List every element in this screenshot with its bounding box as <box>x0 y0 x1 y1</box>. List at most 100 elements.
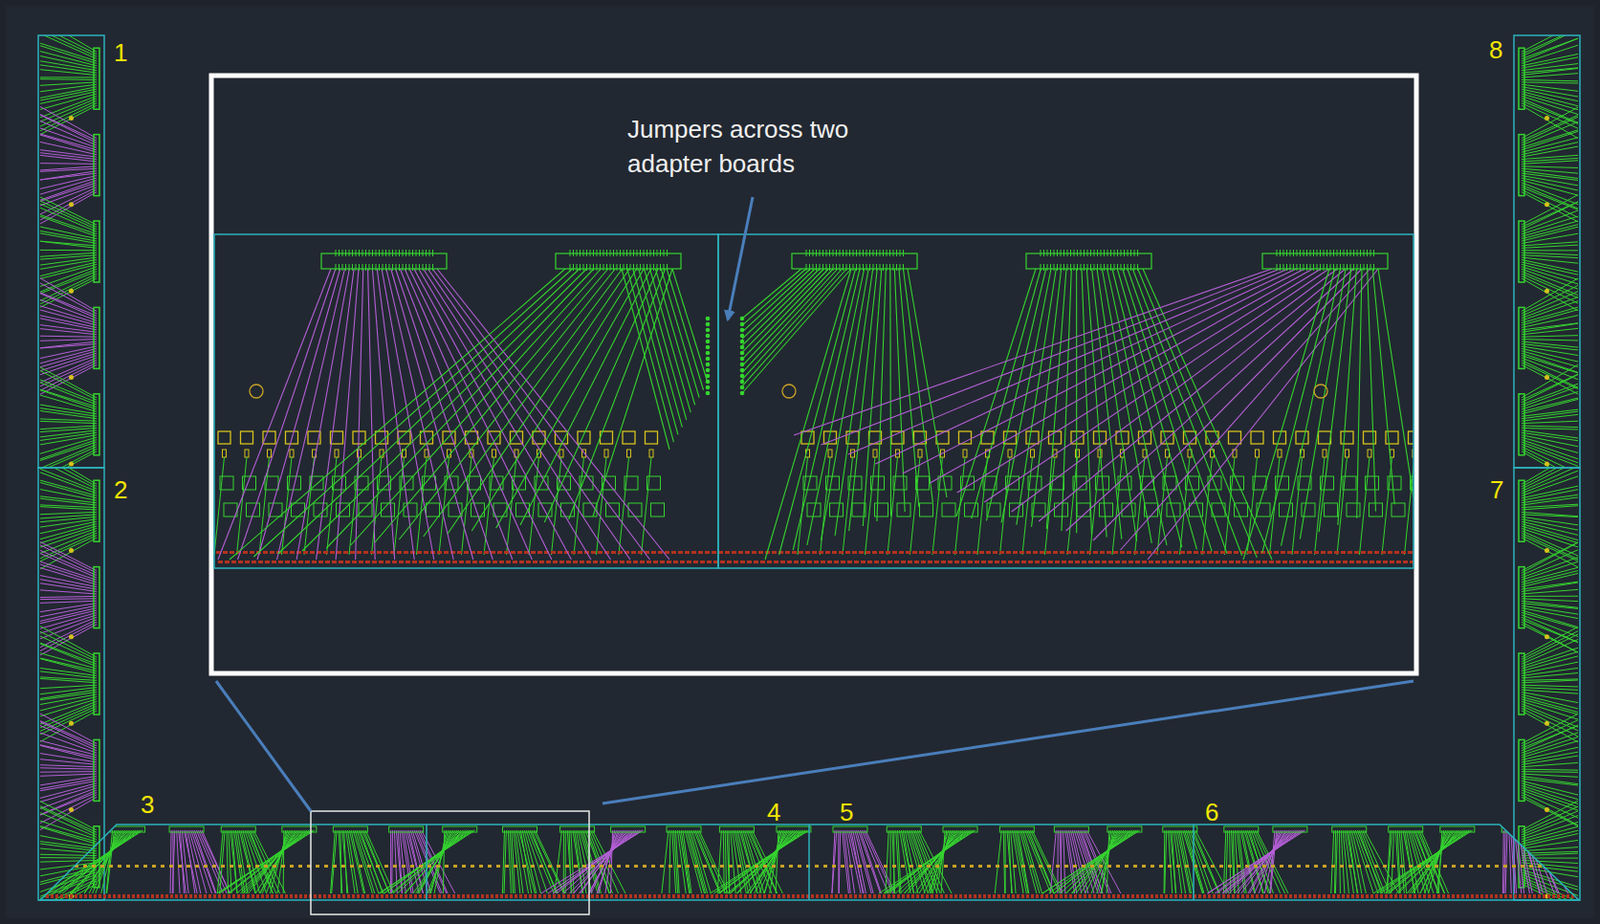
trace <box>717 830 722 894</box>
trace <box>1022 457 1033 555</box>
trace <box>40 241 97 248</box>
edge-pad <box>311 560 317 564</box>
trace <box>902 830 914 894</box>
connector <box>999 826 1034 833</box>
edge-pad <box>370 550 375 554</box>
trace <box>40 708 97 735</box>
edge-pad <box>1360 894 1364 899</box>
edge-pad <box>112 894 116 899</box>
pad <box>324 864 329 868</box>
trace <box>504 830 506 894</box>
pad <box>823 864 828 868</box>
trace <box>1521 732 1579 753</box>
edge-pad <box>827 560 833 564</box>
edge-pad <box>773 560 779 564</box>
trace <box>1521 131 1579 150</box>
edge-pad <box>1399 894 1403 899</box>
edge-pad <box>550 550 556 554</box>
edge-pad <box>577 550 583 554</box>
pad <box>649 449 654 458</box>
edge-pad <box>399 894 403 899</box>
edge-pad <box>358 560 364 564</box>
trace <box>40 684 97 688</box>
edge-pad <box>390 894 394 899</box>
trace <box>40 168 97 172</box>
edge-pad <box>667 894 671 899</box>
edge-pad <box>898 550 904 554</box>
trace <box>977 457 988 555</box>
pad <box>651 864 656 868</box>
trace <box>1521 82 1579 84</box>
trace <box>1350 830 1362 894</box>
pad <box>857 864 862 868</box>
connector <box>169 826 204 833</box>
trace <box>242 830 261 894</box>
edge-pad <box>673 560 679 564</box>
edge-pad <box>283 550 288 554</box>
edge-pad <box>597 550 603 554</box>
via <box>1544 634 1550 639</box>
edge-pad <box>280 894 284 899</box>
edge-pad <box>710 894 714 899</box>
pad <box>1271 864 1275 868</box>
edge-pad <box>637 550 643 554</box>
pad <box>126 864 131 868</box>
trace <box>1521 549 1579 576</box>
edge-pad <box>844 894 848 899</box>
trace <box>1521 651 1579 669</box>
trace <box>1270 830 1275 894</box>
ground <box>5 5 1595 919</box>
pad <box>350 864 354 868</box>
pad <box>522 864 527 868</box>
trace <box>820 457 832 555</box>
edge-pad <box>409 894 413 899</box>
pad <box>169 864 174 868</box>
edge-pad <box>155 894 159 899</box>
edge-pad <box>398 560 404 564</box>
trace <box>690 830 708 894</box>
trace <box>1359 457 1371 555</box>
edge-pad <box>1016 894 1020 899</box>
pcb-part <box>40 467 100 900</box>
trace <box>40 619 97 648</box>
edge-pad <box>992 894 996 899</box>
pad <box>1494 864 1499 868</box>
pad <box>849 864 854 868</box>
trace <box>797 457 809 555</box>
trace <box>40 549 97 575</box>
edge-pad <box>897 894 900 899</box>
edge-pad <box>432 560 438 564</box>
pad <box>1073 864 1077 868</box>
trace <box>1521 788 1579 808</box>
trace <box>1521 614 1579 637</box>
edge-pad <box>396 550 402 554</box>
edge-pad <box>385 894 389 899</box>
connector <box>93 739 100 801</box>
edge-pad <box>614 894 618 899</box>
edge-pad <box>403 550 409 554</box>
edge-pad <box>734 894 738 899</box>
trace <box>1045 457 1056 555</box>
pad <box>651 503 665 517</box>
edge-pad <box>865 550 871 554</box>
pad <box>1296 864 1301 868</box>
edge-pad <box>681 894 685 899</box>
edge-pad <box>811 550 817 554</box>
edge-pad <box>50 894 54 899</box>
edge-pad <box>1150 894 1154 899</box>
trace <box>40 854 97 855</box>
trace <box>40 262 97 277</box>
edge-pad <box>443 550 449 554</box>
pad <box>1210 864 1215 868</box>
edge-pad <box>218 894 221 899</box>
trace <box>1519 830 1533 894</box>
trace <box>40 65 97 73</box>
trace <box>1521 847 1579 852</box>
connector <box>442 826 478 833</box>
trace <box>40 541 97 570</box>
edge-pad <box>222 894 226 899</box>
pad <box>539 864 544 868</box>
edge-pad <box>1303 894 1307 899</box>
pad <box>814 864 819 868</box>
trace <box>1521 38 1579 62</box>
